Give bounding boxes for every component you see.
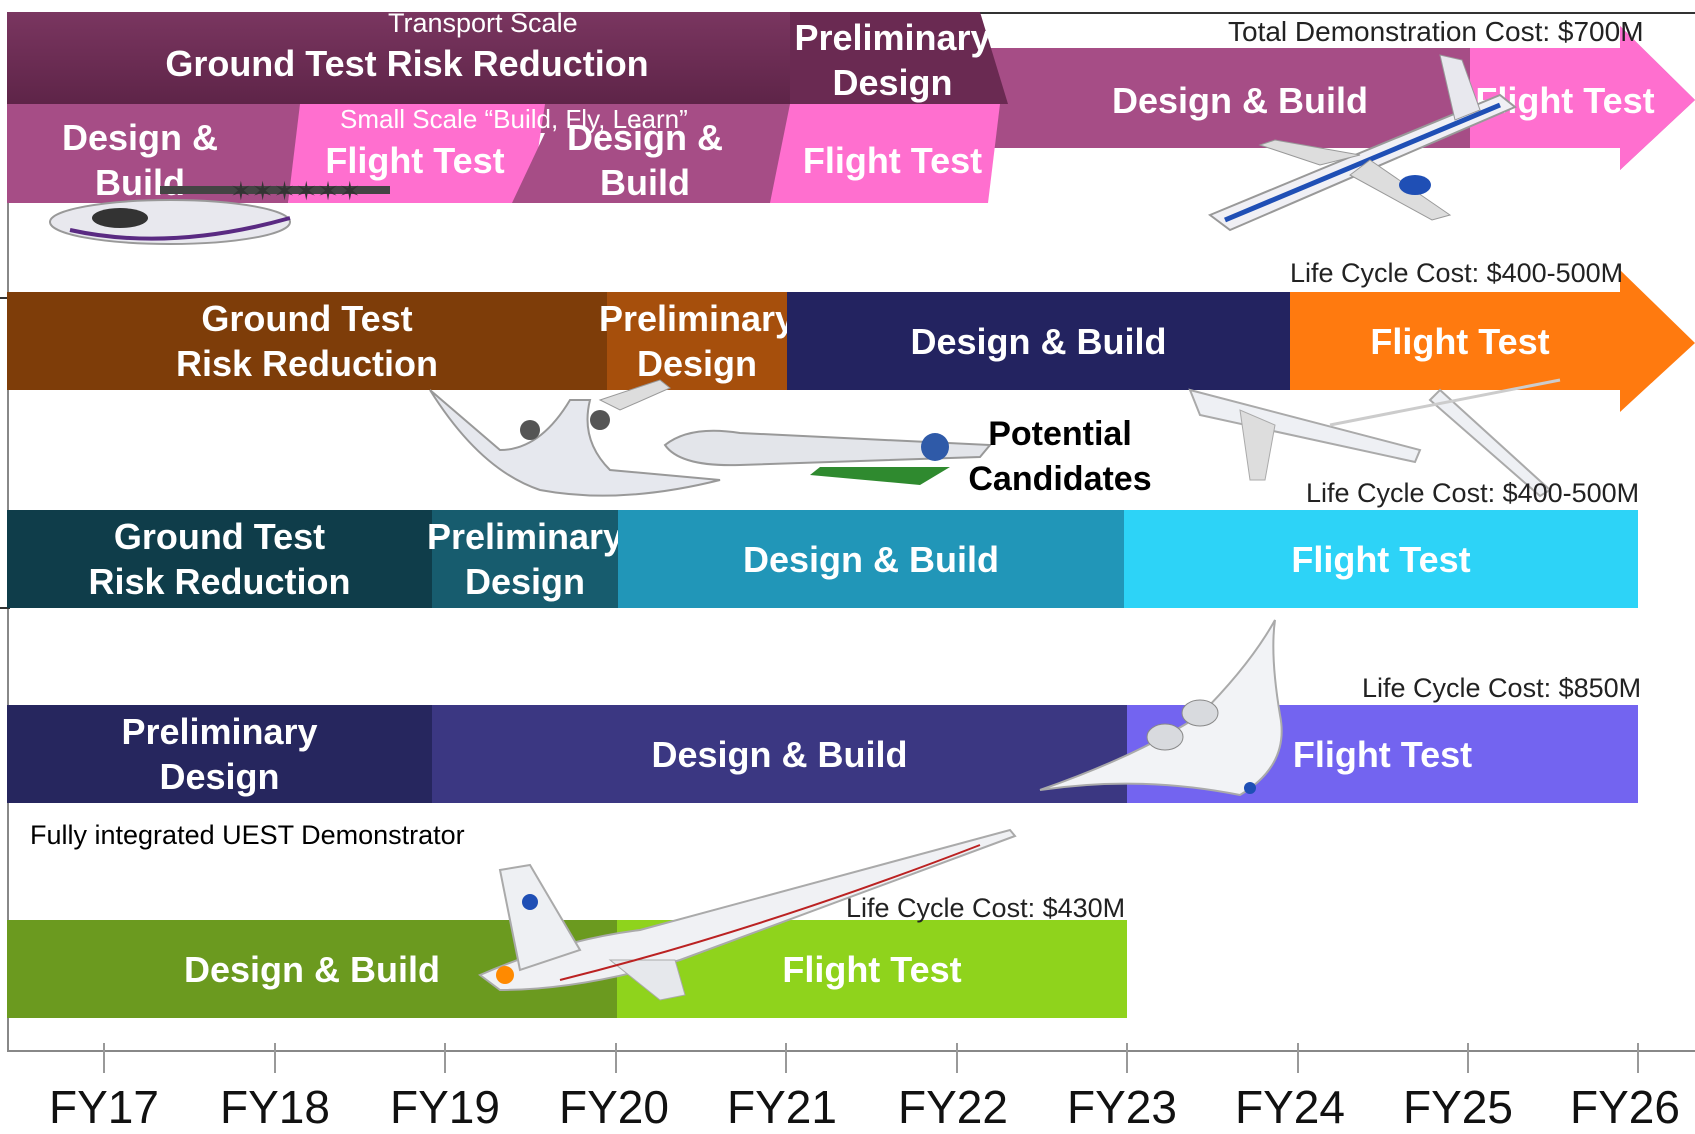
row2-flight-test-bar: Flight Test	[1290, 292, 1630, 390]
row4-flight-test-label: Flight Test	[1292, 733, 1473, 775]
axis-tick-fy24	[1297, 1043, 1299, 1073]
row3-preliminary-design-label: Preliminary Design	[426, 516, 624, 602]
axis-tick-fy21	[785, 1043, 787, 1073]
row1-transport-scale-label: Transport Scale	[388, 8, 578, 38]
axis-label-fy17: FY17	[49, 1081, 159, 1133]
row2-arrow	[1290, 270, 1695, 412]
axis-label-fy22: FY22	[898, 1081, 1008, 1133]
bottom-axis-line	[7, 1050, 1695, 1052]
axis-tick-fy23	[1126, 1043, 1128, 1073]
row1-small-scale-label: Small Scale “Build, Fly, Learn”	[340, 104, 688, 134]
row2-preliminary-design-label: Preliminary Design	[598, 298, 796, 384]
row4-design-build-bar: Design & Build	[432, 705, 1127, 803]
row3-design-build-label: Design & Build	[742, 538, 999, 580]
axis-label-fy21: FY21	[727, 1081, 837, 1133]
svg-text:✶✶✶✶✶✶: ✶✶✶✶✶✶	[230, 177, 361, 207]
row1-flight-test-2: Flight Test	[802, 139, 983, 181]
hybrid-wing-plane-image	[663, 429, 993, 485]
row3-flight-test-label: Flight Test	[1291, 538, 1471, 580]
left-row-tick-1	[0, 297, 10, 299]
row1-ground-test-bar	[7, 12, 790, 104]
axis-tick-fy22	[956, 1043, 958, 1073]
row1-small-scale-segments	[7, 104, 1000, 203]
axis-label-fy26: FY26	[1570, 1081, 1680, 1133]
row1-ground-test-label: Ground Test Risk Reduction	[165, 42, 649, 84]
row3-design-build-bar: Design & Build	[618, 510, 1124, 608]
blended-wing-plane-image	[429, 379, 721, 497]
row3-ground-test-bar: Ground Test Risk Reduction	[7, 510, 432, 608]
left-row-tick-2	[0, 607, 10, 609]
row3-flight-test-bar: Flight Test	[1124, 510, 1638, 608]
row2-ground-test-bar: Ground Test Risk Reduction	[7, 292, 607, 390]
row2-preliminary-design-bar: Preliminary Design	[599, 292, 795, 390]
row2-design-build-label: Design & Build	[910, 320, 1167, 362]
axis-label-fy23: FY23	[1067, 1081, 1177, 1133]
row2-flight-test-label: Flight Test	[1370, 320, 1550, 362]
row5-flight-test-label: Flight Test	[782, 948, 962, 990]
row4-cost-label: Life Cycle Cost: $850M	[1362, 673, 1642, 703]
transport-plane-image	[1207, 54, 1517, 232]
row1-main-arrow	[790, 12, 1695, 170]
axis-tick-fy19	[444, 1043, 446, 1073]
row4-uest-note: Fully integrated UEST Demonstrator	[30, 820, 465, 850]
row1-total-cost-label: Total Demonstration Cost: $700M	[1228, 16, 1644, 47]
row1-design-build-main-label: Design & Build	[1111, 79, 1368, 121]
row1-flight-test-1: Flight Test	[325, 139, 505, 181]
axis-tick-fy20	[615, 1043, 617, 1073]
potential-candidates-label: Potential Candidates	[968, 415, 1152, 498]
row2-ground-test-label: Ground Test Risk Reduction	[175, 298, 439, 384]
truss-braced-plane-image	[1188, 378, 1561, 498]
row5-cost-label: Life Cycle Cost: $430M	[846, 893, 1126, 923]
axis-tick-fy18	[274, 1043, 276, 1073]
axis-label-fy25: FY25	[1403, 1081, 1513, 1133]
row3-ground-test-label: Ground Test Risk Reduction	[88, 516, 351, 602]
row4-preliminary-design-bar: Preliminary Design	[7, 705, 432, 803]
axis-tick-fy26	[1637, 1043, 1639, 1073]
row3-cost-label: Life Cycle Cost: $400-500M	[1306, 478, 1640, 508]
axis-tick-fy17	[103, 1043, 105, 1073]
axis-tick-fy25	[1467, 1043, 1469, 1073]
row4-design-build-label: Design & Build	[651, 733, 908, 775]
blended-wing-body-image	[1039, 619, 1283, 797]
axis-label-fy18: FY18	[220, 1081, 330, 1133]
row4-preliminary-design-label: Preliminary Design	[121, 711, 318, 797]
x57-plane-image: ✶✶✶✶✶✶	[49, 177, 390, 245]
supersonic-plane-image	[478, 828, 1017, 1001]
row2-cost-label: Life Cycle Cost: $400-500M	[1290, 258, 1624, 288]
row1-preliminary-design-label: Preliminary Design	[794, 17, 991, 103]
axis-label-fy20: FY20	[559, 1081, 669, 1133]
row2-design-build-bar: Design & Build	[787, 292, 1290, 390]
row5-design-build-label: Design & Build	[183, 948, 440, 990]
axis-label-fy19: FY19	[390, 1081, 500, 1133]
axis-label-fy24: FY24	[1235, 1081, 1345, 1133]
row3-preliminary-design-bar: Preliminary Design	[427, 510, 623, 608]
